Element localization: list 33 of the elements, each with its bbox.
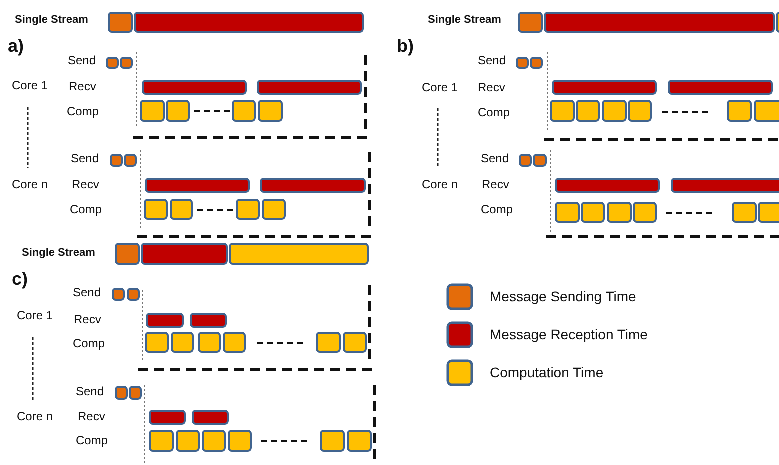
row-label: Comp — [76, 434, 108, 448]
panel-label: c) — [12, 270, 28, 290]
row-label: Recv — [72, 178, 100, 192]
panel-label: a) — [8, 37, 24, 57]
panel-label: b) — [397, 37, 414, 57]
row-label: Send — [478, 54, 506, 68]
core-label: Core n — [12, 178, 48, 192]
core-label: Core n — [17, 410, 54, 424]
row-label: Send — [481, 152, 510, 166]
row-label: Send — [68, 54, 96, 68]
row-label: Recv — [78, 410, 106, 424]
stream-label: Single Stream — [428, 14, 502, 26]
stream-label: Single Stream — [22, 246, 96, 260]
legend-label: Message Reception Time — [490, 327, 648, 343]
legend-label: Computation Time — [490, 365, 604, 381]
row-label: Comp — [67, 105, 100, 119]
row-label: Comp — [478, 106, 510, 120]
row-label: Comp — [70, 203, 102, 217]
core-label: Core n — [422, 178, 458, 192]
row-label: Recv — [478, 81, 506, 95]
row-label: Send — [76, 385, 104, 399]
row-label: Recv — [74, 313, 102, 327]
stream-label: Single Stream — [15, 14, 88, 26]
core-label: Core 1 — [12, 79, 48, 93]
legend-label: Message Sending Time — [490, 289, 636, 305]
row-label: Comp — [73, 337, 106, 351]
row-label: Send — [71, 152, 100, 166]
row-label: Recv — [482, 178, 510, 192]
core-label: Core 1 — [422, 81, 458, 95]
row-label: Recv — [69, 80, 96, 94]
row-label: Comp — [481, 203, 514, 217]
row-label: Send — [73, 286, 102, 300]
core-label: Core 1 — [17, 309, 54, 323]
